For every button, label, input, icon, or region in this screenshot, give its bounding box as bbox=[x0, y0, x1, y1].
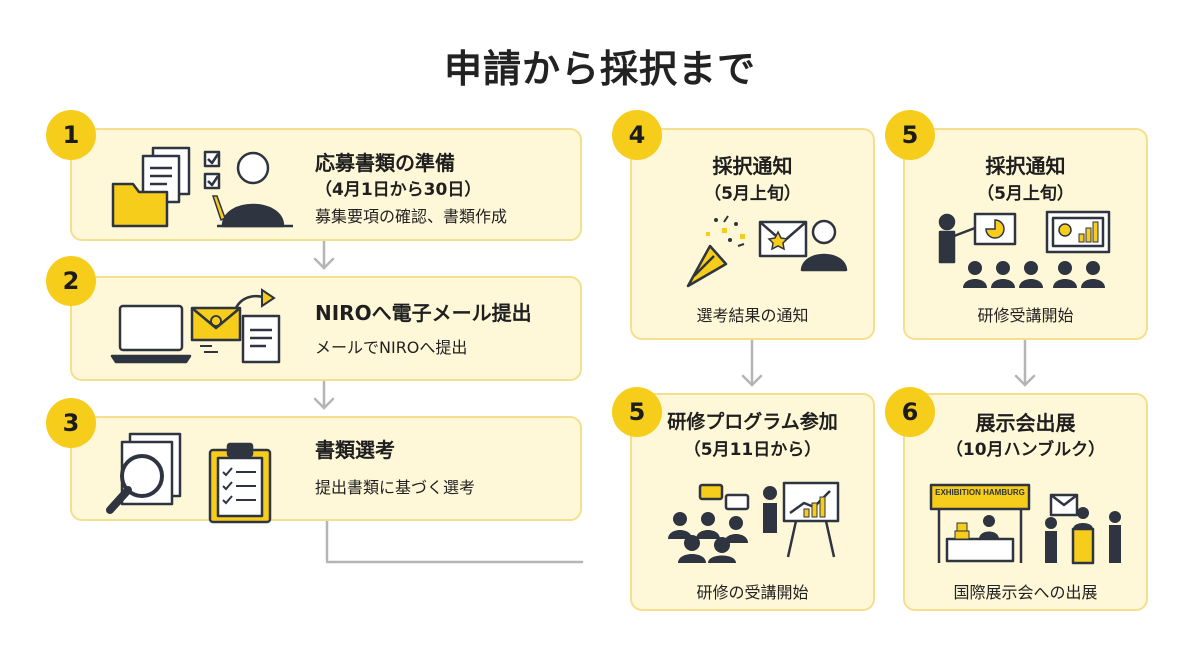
group-training-chart-icon bbox=[668, 481, 840, 563]
step-description: 国際展示会への出展 bbox=[953, 583, 1098, 602]
presentation-audience-icon bbox=[938, 210, 1111, 288]
step-description: 募集要項の確認、書類作成 bbox=[315, 207, 508, 226]
exhibition-booth-icon: EXHIBITION HAMBURG bbox=[929, 483, 1121, 565]
step-title: 書類選考 bbox=[315, 438, 395, 462]
step-title: 研修プログラム参加 bbox=[667, 411, 838, 433]
step-date: （5月上旬） bbox=[704, 184, 801, 204]
step-title: 応募書類の準備 bbox=[315, 151, 455, 175]
step-description: メールでNIROへ提出 bbox=[315, 338, 468, 357]
svg-text:EXHIBITION HAMBURG: EXHIBITION HAMBURG bbox=[935, 488, 1025, 497]
step-description: 選考結果の通知 bbox=[696, 306, 809, 325]
step-number-badge: 6 bbox=[885, 387, 935, 437]
step-description: 研修の受講開始 bbox=[696, 583, 809, 602]
step-title: 展示会出展 bbox=[975, 411, 1076, 435]
step-date: （4月1日から30日） bbox=[315, 180, 482, 200]
magnifier-documents-checklist-icon bbox=[106, 432, 272, 524]
laptop-email-document-icon bbox=[110, 288, 281, 364]
step-number-badge: 3 bbox=[46, 398, 96, 448]
step-number-badge: 1 bbox=[46, 110, 96, 160]
step-title: 採択通知 bbox=[712, 154, 793, 178]
step-title: 採択通知 bbox=[985, 154, 1066, 178]
step-description: 提出書類に基づく選考 bbox=[315, 478, 476, 497]
step-number-badge: 5 bbox=[885, 110, 935, 160]
step-title: NIROへ電子メール提出 bbox=[315, 301, 532, 325]
step-description: 研修受講開始 bbox=[977, 306, 1074, 325]
step-card-4: 採択通知 （5月上旬） 選考結果の通知 bbox=[630, 128, 875, 340]
page-title: 申請から採択まで bbox=[443, 47, 756, 91]
step-date: （5月11日から） bbox=[683, 440, 822, 460]
step-number-badge: 5 bbox=[612, 387, 662, 437]
step-card-6: 展示会出展 （10月ハンブルク） EXHIBITION HAMBURG 国際展示… bbox=[903, 393, 1148, 611]
documents-folder-person-writing-icon bbox=[111, 146, 293, 228]
step-date: （10月ハンブルク） bbox=[945, 440, 1106, 460]
step-card-5-bottom: 研修プログラム参加 （5月11日から） 研修の受講開始 bbox=[630, 393, 875, 611]
step-card-5-top: 採択通知 （5月上旬） 研修受講開始 bbox=[903, 128, 1148, 340]
party-popper-envelope-person-icon bbox=[686, 215, 848, 288]
step-number-badge: 2 bbox=[46, 256, 96, 306]
step-number-badge: 4 bbox=[612, 110, 662, 160]
step-date: （5月上旬） bbox=[977, 184, 1074, 204]
